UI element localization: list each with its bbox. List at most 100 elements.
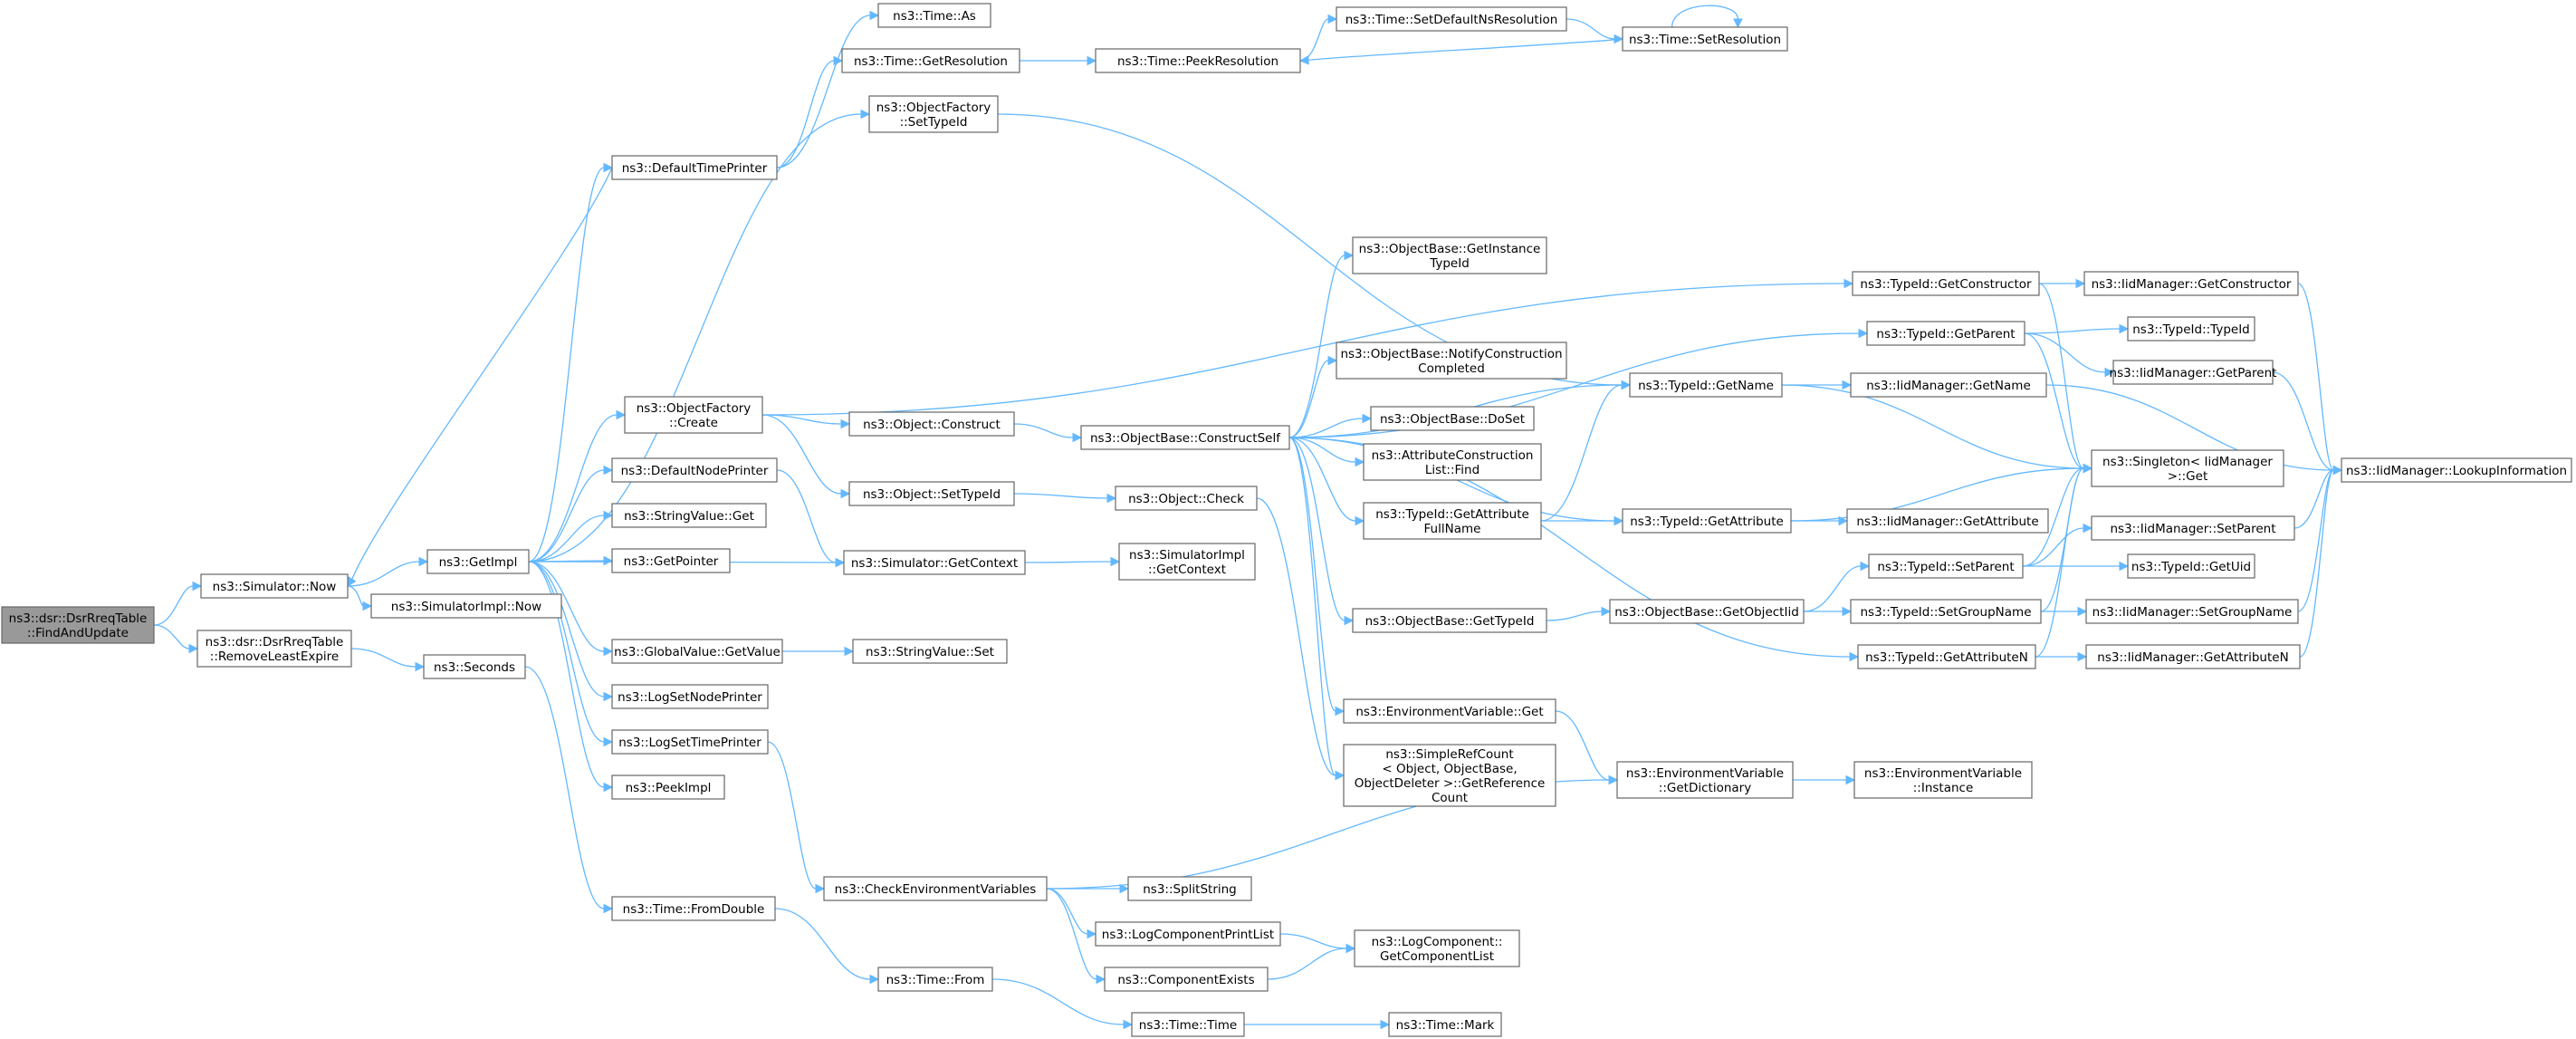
node-box	[1131, 1012, 1245, 1037]
node-stringvalue-set[interactable]: ns3::StringValue::Set	[852, 639, 1008, 664]
node-time-from[interactable]: ns3::Time::From	[877, 967, 993, 992]
node-typeid-getconstructor[interactable]: ns3::TypeId::GetConstructor	[1852, 271, 2040, 296]
edge-getimpl-to-logsettimeprinter	[528, 561, 614, 747]
node-iidm-getattribute[interactable]: ns3::IidManager::GetAttribute	[1846, 508, 2049, 534]
node-envvar-instance[interactable]: ns3::EnvironmentVariable::Instance	[1853, 761, 2033, 799]
node-label: ObjectDeleter >::GetReference	[1355, 776, 1546, 791]
node-box	[1846, 508, 2049, 534]
node-iidm-getconstructor[interactable]: ns3::IidManager::GetConstructor	[2083, 271, 2299, 296]
node-object-settypeid[interactable]: ns3::Object::SetTypeId	[848, 481, 1015, 506]
node-ob-gettypeid[interactable]: ns3::ObjectBase::GetTypeId	[1352, 608, 1547, 633]
node-root[interactable]: ns3::dsr::DsrRreqTable::FindAndUpdate	[1, 606, 155, 644]
node-box	[611, 639, 783, 664]
node-envvar-get[interactable]: ns3::EnvironmentVariable::Get	[1343, 698, 1556, 724]
edge-time_getresolution-to-time_peekresolution	[1020, 55, 1097, 66]
node-typeid-getuid[interactable]: ns3::TypeId::GetUid	[2127, 553, 2255, 579]
node-iidm-getparent[interactable]: ns3::IidManager::GetParent	[2110, 360, 2277, 385]
node-time-setdefaultns[interactable]: ns3::Time::SetDefaultNsResolution	[1336, 6, 1567, 32]
edge-check_env-to-logcomponentprintlist	[1046, 888, 1097, 939]
node-of-create[interactable]: ns3::ObjectFactory::Create	[624, 396, 763, 434]
node-time-getresolution[interactable]: ns3::Time::GetResolution	[841, 48, 1020, 73]
node-globalvalue-getvalue[interactable]: ns3::GlobalValue::GetValue	[611, 639, 783, 664]
node-getpointer[interactable]: ns3::GetPointer	[611, 548, 731, 573]
node-getimpl[interactable]: ns3::GetImpl	[426, 549, 530, 574]
node-default-time-printer[interactable]: ns3::DefaultTimePrinter	[611, 155, 778, 180]
node-ob-notifyconstruction[interactable]: ns3::ObjectBase::NotifyConstructionCompl…	[1336, 342, 1567, 380]
edge-object_check-to-simplerefcount	[1256, 497, 1345, 781]
node-typeid-setgroupname[interactable]: ns3::TypeId::SetGroupName	[1850, 599, 2042, 624]
node-logcomponent-getlist[interactable]: ns3::LogComponent::GetComponentList	[1354, 929, 1520, 967]
node-typeid-getparent[interactable]: ns3::TypeId::GetParent	[1866, 321, 2025, 346]
node-object-check[interactable]: ns3::Object::Check	[1115, 486, 1258, 511]
edge-typeid_setparent-to-iidm_setparent	[2022, 523, 2093, 567]
node-stringvalue-get[interactable]: ns3::StringValue::Get	[611, 503, 767, 528]
node-label: ns3::dsr::DsrRreqTable	[206, 635, 344, 649]
node-envvar-getdictionary[interactable]: ns3::EnvironmentVariable::GetDictionary	[1616, 761, 1794, 799]
node-label: ns3::Time::SetDefaultNsResolution	[1345, 13, 1558, 27]
node-object-construct[interactable]: ns3::Object::Construct	[848, 411, 1015, 437]
node-typeid-getattribute[interactable]: ns3::TypeId::GetAttribute	[1622, 508, 1792, 534]
edge-envvar_getdictionary-to-envvar_instance	[1793, 774, 1856, 785]
node-time-fromdouble[interactable]: ns3::Time::FromDouble	[611, 896, 776, 921]
node-box	[841, 48, 1020, 73]
edge-seconds-to-time_fromdouble	[524, 666, 614, 914]
node-ob-getobjectiid[interactable]: ns3::ObjectBase::GetObjectIid	[1609, 599, 1805, 624]
node-splitstring[interactable]: ns3::SplitString	[1127, 876, 1252, 901]
node-label: ns3::GlobalValue::GetValue	[614, 645, 780, 659]
node-default-node-printer[interactable]: ns3::DefaultNodePrinter	[611, 457, 778, 483]
node-typeid-typeid[interactable]: ns3::TypeId::TypeId	[2127, 316, 2255, 342]
node-seconds[interactable]: ns3::Seconds	[423, 654, 526, 679]
node-peekimpl[interactable]: ns3::PeekImpl	[611, 774, 725, 800]
node-box	[868, 95, 999, 133]
node-ob-doset[interactable]: ns3::ObjectBase::DoSet	[1370, 406, 1535, 431]
edge-root-to-sim_now	[153, 581, 203, 626]
node-logsetnodeprinter[interactable]: ns3::LogSetNodePrinter	[611, 684, 769, 709]
node-iidm-setparent[interactable]: ns3::IidManager::SetParent	[2091, 515, 2295, 541]
node-label: ns3::DefaultNodePrinter	[621, 464, 769, 478]
node-typeid-getattributen[interactable]: ns3::TypeId::GetAttributeN	[1857, 644, 2036, 669]
node-simimpl-now[interactable]: ns3::SimulatorImpl::Now	[370, 593, 562, 619]
node-label: ns3::Time::GetResolution	[854, 54, 1008, 69]
node-time-time[interactable]: ns3::Time::Time	[1131, 1012, 1245, 1037]
edge-check_env-to-componentexists	[1046, 888, 1106, 985]
node-iidm-setgroupname[interactable]: ns3::IidManager::SetGroupName	[2085, 599, 2299, 624]
node-simplerefcount[interactable]: ns3::SimpleRefCount< Object, ObjectBase,…	[1343, 744, 1556, 807]
edge-ob_constructself-to-ob_getinstancetypeid	[1288, 250, 1355, 438]
node-iidm-getattributen[interactable]: ns3::IidManager::GetAttributeN	[2085, 644, 2301, 669]
node-typeid-getname[interactable]: ns3::TypeId::GetName	[1629, 372, 1783, 398]
node-time-peekresolution[interactable]: ns3::Time::PeekResolution	[1095, 48, 1301, 73]
node-iidm-lookupinformation[interactable]: ns3::IidManager::LookupInformation	[2341, 457, 2572, 483]
node-typeid-setparent[interactable]: ns3::TypeId::SetParent	[1868, 553, 2024, 579]
node-singleton-get[interactable]: ns3::Singleton< IidManager >::Get	[2091, 449, 2284, 487]
node-box	[2083, 271, 2299, 296]
node-of-settypeid[interactable]: ns3::ObjectFactory::SetTypeId	[868, 95, 999, 133]
edge-default_time_printer-to-sim_now	[347, 167, 613, 587]
edge-ob_constructself-to-ob_notifyconstruction	[1288, 355, 1338, 438]
edge-logsettimeprinter-to-check_env	[767, 741, 826, 894]
node-remove-least[interactable]: ns3::dsr::DsrRreqTable::RemoveLeastExpir…	[196, 630, 352, 668]
node-componentexists[interactable]: ns3::ComponentExists	[1104, 967, 1269, 992]
edge-of_create-to-typeid_getconstructor	[761, 278, 1854, 416]
node-logcomponentprintlist[interactable]: ns3::LogComponentPrintList	[1095, 921, 1281, 947]
node-logsettimeprinter[interactable]: ns3::LogSetTimePrinter	[611, 729, 769, 755]
node-box	[196, 630, 352, 668]
node-time-mark[interactable]: ns3::Time::Mark	[1388, 1012, 1502, 1037]
node-ob-constructself[interactable]: ns3::ObjectBase::ConstructSelf	[1080, 425, 1290, 450]
node-label: ns3::ObjectBase::ConstructSelf	[1090, 431, 1281, 446]
node-sim-now[interactable]: ns3::Simulator::Now	[200, 573, 349, 599]
node-box	[1095, 48, 1301, 73]
node-time-setresolution[interactable]: ns3::Time::SetResolution	[1622, 26, 1788, 52]
node-time-as[interactable]: ns3::Time::As	[877, 3, 991, 28]
node-label: ::FindAndUpdate	[27, 626, 129, 640]
node-label: ns3::Time::From	[886, 973, 985, 987]
node-sim-getcontext[interactable]: ns3::Simulator::GetContext	[843, 550, 1026, 575]
node-box	[848, 411, 1015, 437]
node-label: ::Create	[669, 416, 718, 430]
node-simimpl-getcontext[interactable]: ns3::SimulatorImpl::GetContext	[1118, 543, 1256, 581]
node-box	[1343, 744, 1556, 807]
node-iidm-getname[interactable]: ns3::IidManager::GetName	[1850, 372, 2047, 398]
node-check-env[interactable]: ns3::CheckEnvironmentVariables	[823, 876, 1048, 901]
